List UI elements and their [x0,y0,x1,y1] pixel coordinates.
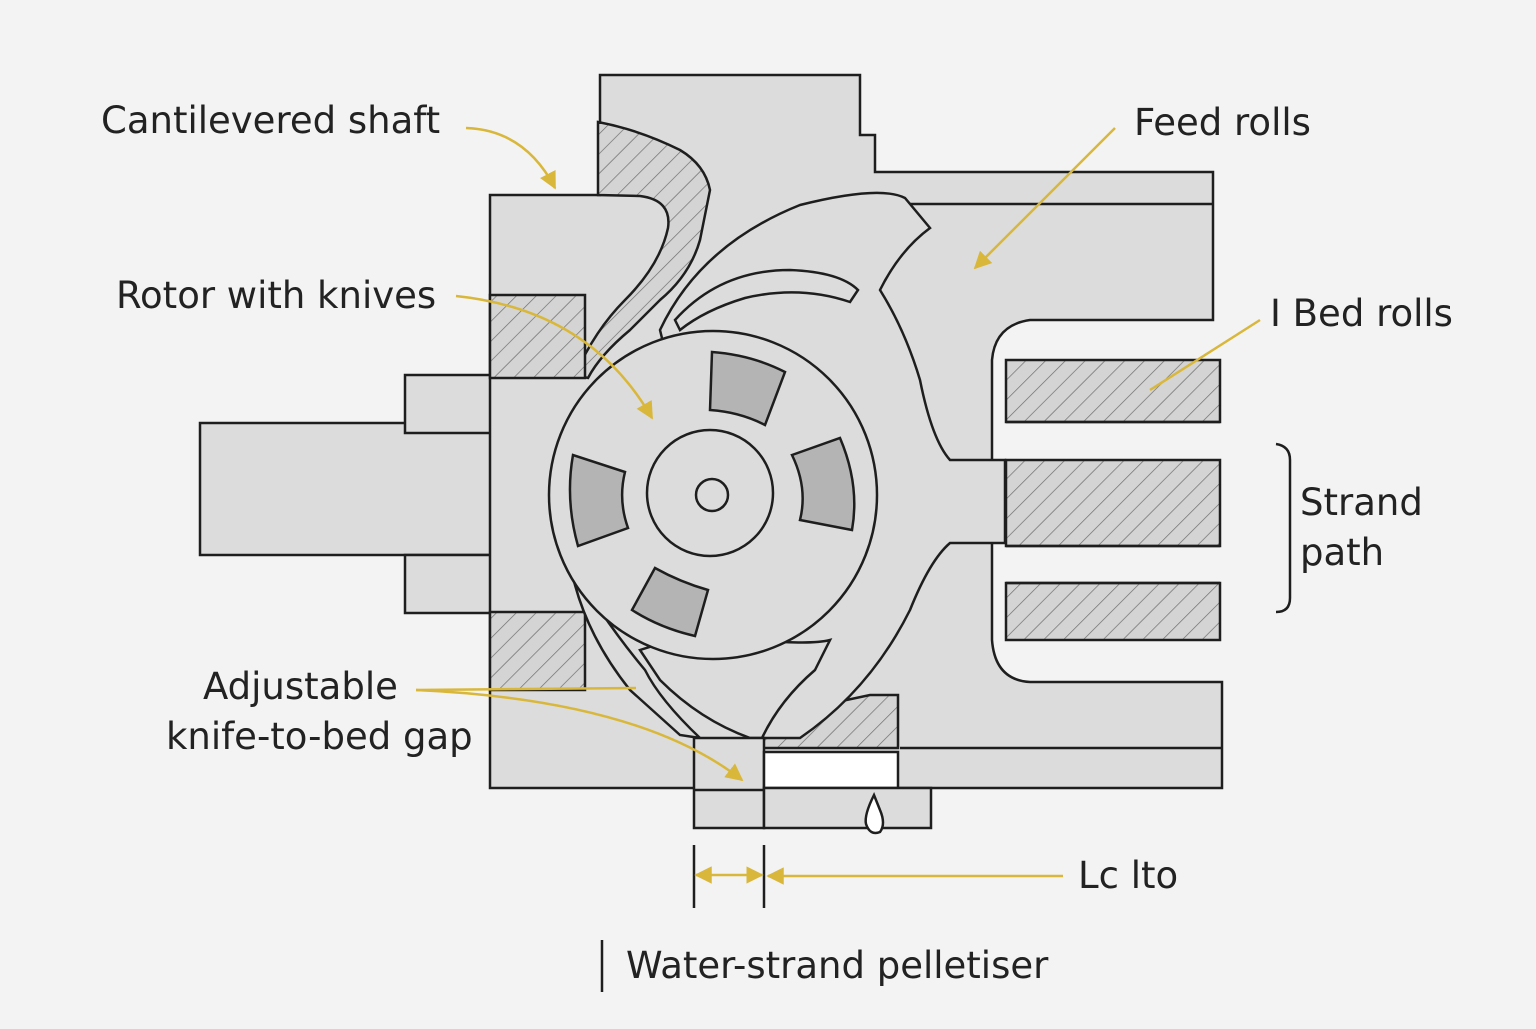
knife-right [790,436,856,532]
label-strand-path-1: Strand [1300,481,1423,524]
knife-top [708,350,787,427]
bed-roll-middle [1004,458,1222,548]
bed-roll-top [1004,358,1222,424]
outlet-block-left [692,736,766,830]
shaft-collar-top [403,373,497,435]
label-cantilevered-shaft: Cantilevered shaft [101,99,441,142]
feed-liner-hatch [573,120,712,380]
leader-gap-1 [415,686,637,692]
water-drop-icon [864,791,885,835]
label-adjustable: Adjustable [203,665,398,708]
label-bed-rolls: I Bed rolls [1270,292,1453,335]
rotor-axle [694,477,730,513]
outlet-base [762,786,933,830]
label-knife-to-bed-gap: knife-to-bed gap [166,715,473,758]
knife-left [568,453,630,548]
shaft-body [198,421,502,557]
leader-cantilevered-shaft [465,126,557,190]
outlet-slot [762,750,900,790]
label-strand-path-2: path [1300,531,1385,574]
leader-rotor [455,294,654,420]
leader-feed-rolls [973,127,1116,270]
bed-roll-bottom [1004,581,1222,642]
label-rotor-with-knives: Rotor with knives [116,274,437,317]
bearing-block-bottom [488,610,587,692]
label-feed-rolls: Feed rolls [1134,101,1311,144]
strand-path-bracket [1275,442,1292,614]
shaft-collar-bottom [403,553,497,615]
bearing-block-top [488,293,587,380]
rotor-guard [673,268,860,332]
leader-bed-rolls [1149,318,1261,392]
caption-title: Water-strand pelletiser [626,944,1049,987]
leader-gap-2 [415,688,744,782]
label-dimension: Lc lto [1078,854,1179,897]
knife-bottom [630,566,710,638]
rotor-shroud [572,580,704,740]
